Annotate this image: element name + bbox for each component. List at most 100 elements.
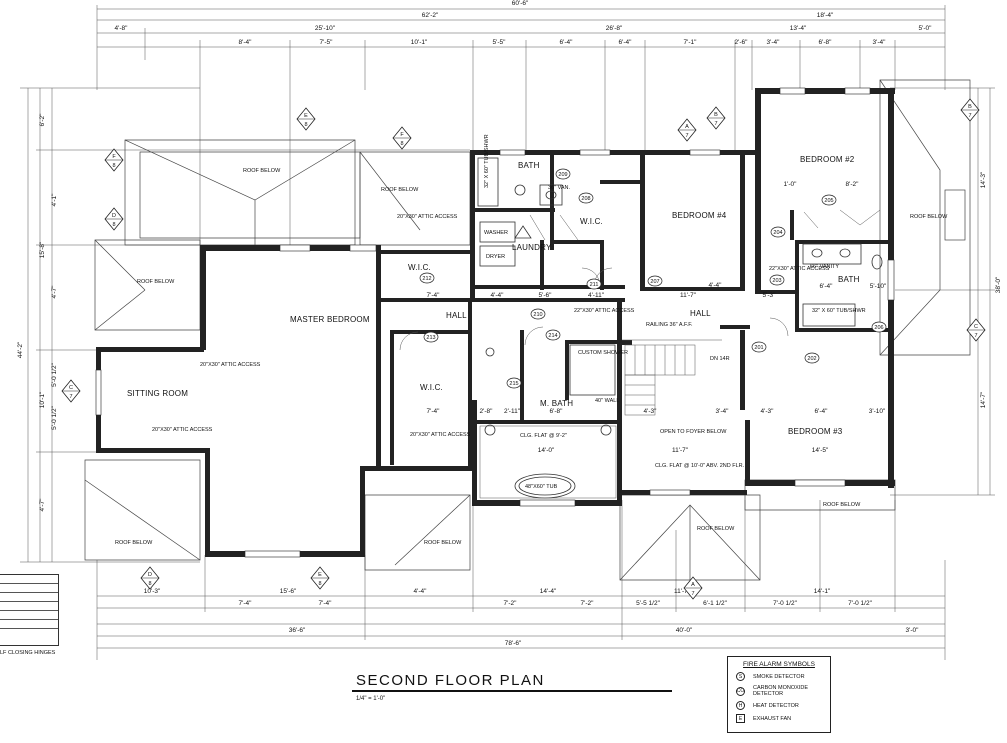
master-bedroom-label: MASTER BEDROOM — [290, 315, 370, 324]
room-tag: 214 — [545, 329, 561, 341]
dimension-text: 14'-7" — [980, 391, 987, 408]
room-tag-number: 212 — [422, 276, 431, 282]
tub-shwr-right-label: 32" X 60" TUB/SHWR — [812, 308, 866, 314]
vanity-top-label: 36" VAN. — [548, 185, 570, 191]
dimension-text: 5'-5" — [493, 39, 507, 46]
tub-label: 48"X60" TUB — [525, 484, 558, 490]
dimension-text: 10'-1" — [411, 39, 428, 46]
dimension-text: 3'-0" — [906, 627, 920, 634]
room-tag-number: 213 — [426, 335, 435, 341]
section-callout: B7 — [706, 106, 726, 130]
room-tag: 213 — [423, 331, 439, 343]
wall-40-label: 40" WALL — [595, 398, 619, 404]
washer-label: WASHER — [484, 230, 508, 236]
hall-right-label: HALL — [690, 309, 711, 318]
dimension-text: 14'-3" — [980, 171, 987, 188]
dimension-texts: 60'-6"62'-2"18'-4"4'-8"25'-10"26'-8"13'-… — [17, 0, 1002, 647]
section-letter: F — [112, 154, 116, 160]
bedroom4-label: BEDROOM #4 — [672, 211, 727, 220]
dimension-text: 4'-3" — [644, 408, 658, 415]
exhaust-fan-icon: E — [736, 714, 745, 723]
section-letter: A — [685, 124, 689, 130]
sitting-room-label: SITTING ROOM — [127, 389, 188, 398]
attic-access-label: 20"X30" ATTIC ACCESS — [397, 214, 458, 220]
room-tag: 204 — [770, 226, 786, 238]
section-sheet-number: 8 — [318, 581, 321, 587]
heat-detector-icon: H — [736, 701, 745, 710]
section-callout: C7 — [966, 318, 986, 342]
room-tag: 215 — [506, 377, 522, 389]
section-letter: C — [974, 324, 978, 330]
section-callout: B7 — [960, 98, 980, 122]
dimension-text: 8'-2" — [846, 181, 860, 188]
section-sheet-number: 8 — [400, 141, 403, 147]
section-sheet-number: 7 — [974, 333, 977, 339]
railing-label: RAILING 36" A.F.F. — [646, 322, 693, 328]
section-letter: C — [69, 385, 73, 391]
dimension-text: 5'-5 1/2" — [636, 600, 660, 607]
section-sheet-number: 7 — [691, 591, 694, 597]
dimension-text: 6'-4" — [619, 39, 633, 46]
dimension-text: 4'-1" — [51, 193, 58, 207]
dimension-text: 15'-6" — [280, 588, 297, 595]
legend-item: H HEAT DETECTOR — [736, 701, 830, 710]
dimension-text: 4'-4" — [709, 282, 723, 289]
room-tag-oval — [751, 341, 767, 353]
dimension-text: 60'-6" — [512, 0, 529, 7]
smoke-detector-icon: S — [736, 672, 745, 681]
room-tag-oval — [578, 192, 594, 204]
dimension-text: 10'-3" — [144, 588, 161, 595]
scale-note: 1/4" = 1'-0" — [356, 696, 386, 702]
dimension-text: 7'-4" — [427, 292, 441, 299]
section-sheet-number: 7 — [685, 133, 688, 139]
section-callout: D8 — [104, 207, 124, 231]
closing-hinges-note: LF CLOSING HINGES — [0, 650, 56, 656]
clg-foyer-label: CLG. FLAT @ 10'-0" ABV. 2ND FLR. — [655, 463, 745, 469]
roof-below-label: ROOF BELOW — [381, 187, 419, 193]
wic-master-label: W.I.C. — [420, 383, 443, 392]
room-tag-number: 214 — [548, 333, 557, 339]
section-sheet-number: 8 — [112, 222, 115, 228]
dimension-text: 6'-4" — [820, 283, 834, 290]
dimension-text: 7'-2" — [581, 600, 595, 607]
room-tag: 209 — [555, 168, 571, 180]
room-tag-oval — [647, 275, 663, 287]
attic-access-label: 22"X30" ATTIC ACCESS — [574, 308, 635, 314]
room-tag: 206 — [871, 321, 887, 333]
title-underline — [352, 690, 672, 692]
section-sheet-number: 7 — [968, 113, 971, 119]
legend-item-label: SMOKE DETECTOR — [753, 673, 805, 680]
dimension-text: 5'-6" — [539, 292, 553, 299]
dimension-text: 5'-0 1/2" — [51, 362, 58, 386]
section-letter: B — [714, 112, 718, 118]
room-tag: 208 — [578, 192, 594, 204]
legend-item: CO CARBON MONOXIDE DETECTOR — [736, 685, 830, 697]
windows — [95, 87, 895, 558]
dimension-text: 5'-3" — [763, 292, 777, 299]
dimension-text: 44'-2" — [17, 341, 24, 358]
dimension-text: 14'-5" — [812, 447, 829, 454]
dimension-text: 5'-10" — [870, 283, 887, 290]
room-tag-oval — [555, 168, 571, 180]
room-tag: 201 — [751, 341, 767, 353]
dimension-text: 10'-1" — [39, 391, 46, 408]
room-tag-oval — [545, 329, 561, 341]
dimension-text: 11'-7" — [672, 447, 689, 454]
legend-item-label: EXHAUST FAN — [753, 715, 792, 722]
dimension-text: 7'-4" — [239, 600, 253, 607]
room-tag-oval — [586, 278, 602, 290]
room-tag: 211 — [586, 278, 602, 290]
dimension-text: 4'-11" — [588, 292, 605, 299]
legend-item: E EXHAUST FAN — [736, 714, 830, 723]
room-tag-oval — [821, 194, 837, 206]
attic-access-label: 20"X30" ATTIC ACCESS — [200, 362, 261, 368]
room-tag-number: 204 — [773, 230, 782, 236]
section-callout: F8 — [104, 148, 124, 172]
roof-below-label: ROOF BELOW — [697, 526, 735, 532]
room-tag-number: 207 — [650, 279, 659, 285]
section-sheet-number: 8 — [304, 122, 307, 128]
section-letter: F — [400, 132, 404, 138]
room-tag-oval — [419, 272, 435, 284]
dimension-text: 25'-10" — [315, 25, 336, 32]
